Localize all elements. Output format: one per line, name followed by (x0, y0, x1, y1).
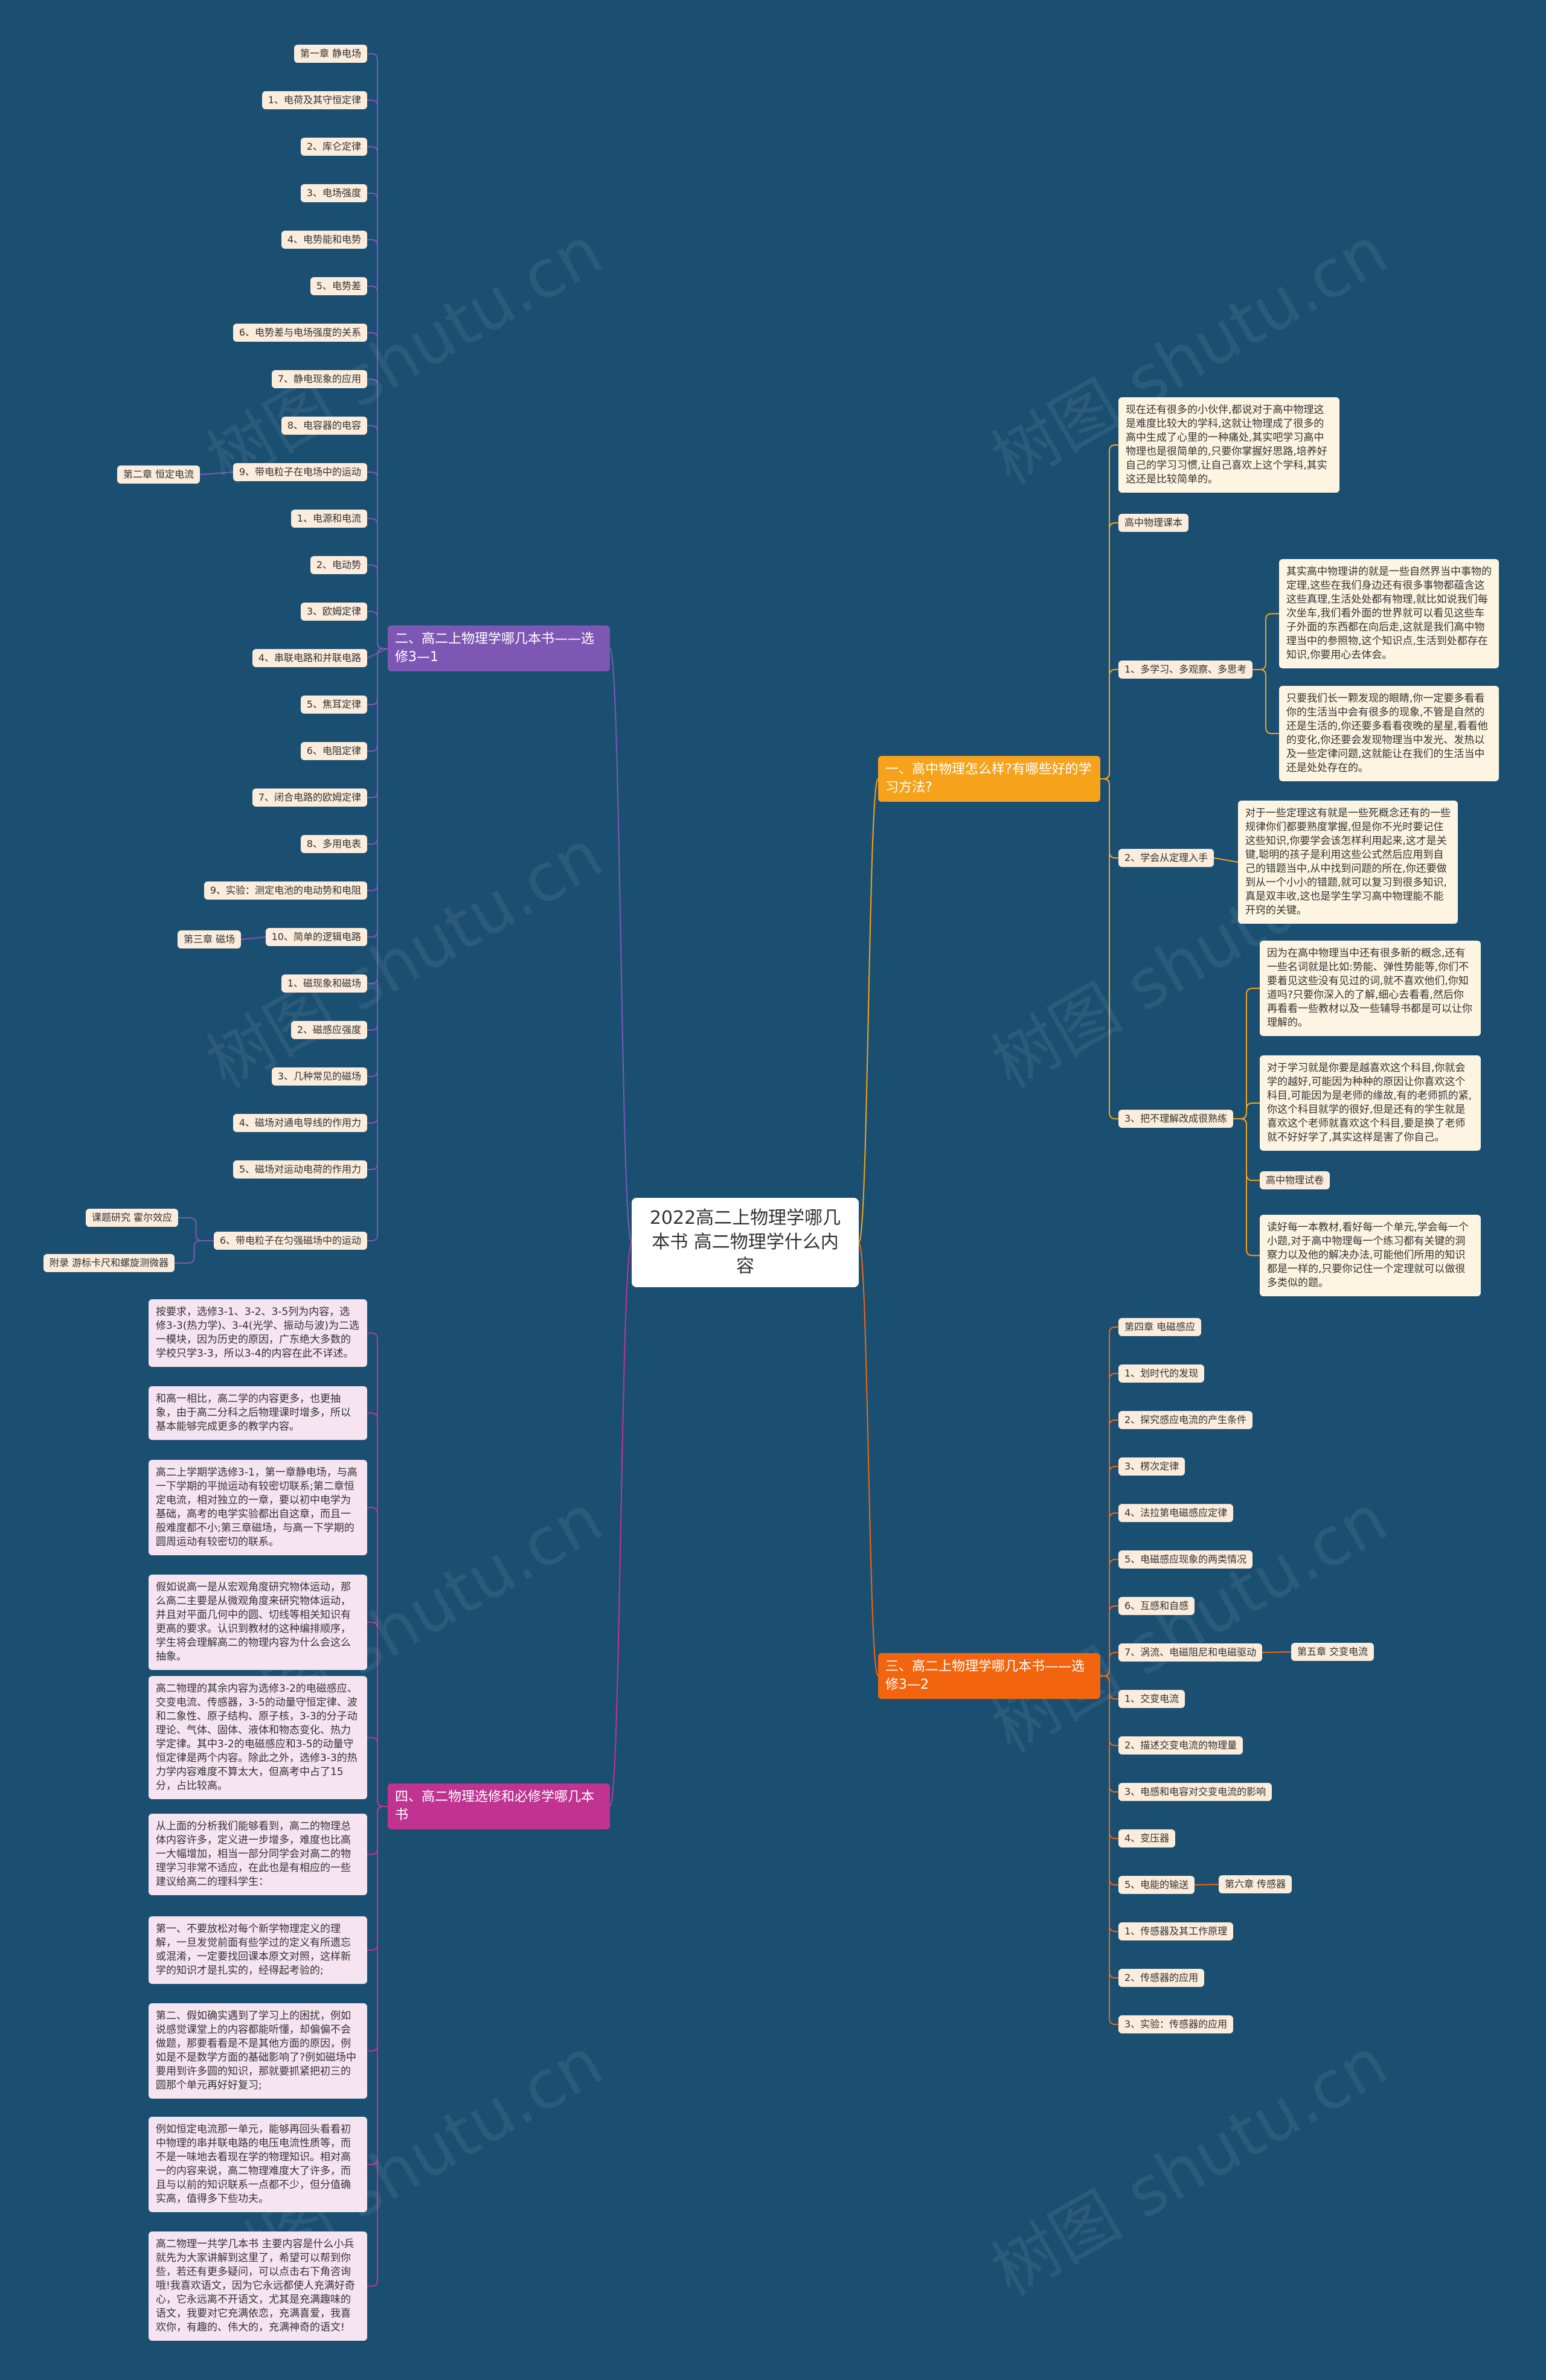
leaf-node[interactable]: 课题研究 霍尔效应 (86, 1209, 179, 1227)
leaf-node[interactable]: 2、描述交变电流的物理量 (1118, 1736, 1243, 1755)
paragraph-node[interactable]: 按要求，选修3-1、3-2、3-5列为内容，选修3-3(热力学)、3-4(光学、… (149, 1299, 367, 1367)
leaf-node[interactable]: 4、电势能和电势 (281, 231, 367, 249)
connector-line (1213, 857, 1239, 863)
paragraph-node[interactable]: 高二物理一共学几本书 主要内容是什么小兵就先为大家讲解到这里了，希望可以帮到你些… (149, 2231, 367, 2341)
connector-line (1100, 1675, 1118, 2025)
leaf-node[interactable]: 第五章 交变电流 (1291, 1643, 1374, 1661)
connector-line (1233, 1102, 1260, 1119)
paragraph-node[interactable]: 高二物理的其余内容为选修3-2的电磁感应、交变电流、传感器，3-5的动量守恒定律… (149, 1676, 367, 1799)
leaf-node[interactable]: 高中物理课本 (1118, 514, 1189, 532)
connector-line (858, 1242, 879, 1677)
paragraph-node[interactable]: 对于学习就是你要是越喜欢这个科目,你就会学的越好,可能因为种种的原因让你喜欢这个… (1260, 1055, 1481, 1151)
leaf-node[interactable]: 2、探究感应电流的产生条件 (1118, 1411, 1253, 1429)
leaf-node[interactable]: 5、电磁感应现象的两类情况 (1118, 1550, 1253, 1569)
leaf-node[interactable]: 1、传感器及其工作原理 (1118, 1922, 1234, 1940)
leaf-node[interactable]: 3、把不理解改成很熟练 (1118, 1110, 1234, 1128)
paragraph-node[interactable]: 第二、假如确实遇到了学习上的困扰，例如说感觉课堂上的内容都能听懂，却偏偏不会做题… (149, 2003, 367, 2099)
connector-line (1233, 988, 1260, 1119)
leaf-node[interactable]: 2、电动势 (310, 556, 367, 574)
leaf-node[interactable]: 5、电能的输送 (1118, 1876, 1195, 1894)
leaf-node[interactable]: 2、学会从定理入手 (1118, 849, 1214, 867)
leaf-node[interactable]: 4、磁场对通电导线的作用力 (233, 1114, 367, 1132)
connector-line (175, 1240, 214, 1264)
leaf-node[interactable]: 7、闭合电路的欧姆定律 (252, 789, 367, 807)
leaf-node[interactable]: 高中物理试卷 (1260, 1171, 1330, 1189)
connector-line (1100, 1652, 1118, 1677)
leaf-node[interactable]: 8、电容器的电容 (281, 417, 367, 435)
leaf-node[interactable]: 1、磁现象和磁场 (281, 974, 367, 993)
paragraph-node[interactable]: 和高一相比，高二学的内容更多，也更抽象，由于高二分科之后物理课时增多，所以基本能… (149, 1386, 367, 1440)
leaf-node[interactable]: 第一章 静电场 (293, 45, 367, 63)
connector-line (609, 1242, 632, 1807)
paragraph-node[interactable]: 读好每一本教材,看好每一个单元,学会每一个小题,对于高中物理每一个练习都有关键的… (1260, 1215, 1481, 1296)
leaf-node[interactable]: 第三章 磁场 (178, 930, 242, 948)
leaf-node[interactable]: 1、交变电流 (1118, 1690, 1185, 1708)
paragraph-node[interactable]: 对于一些定理这有就是一些死概念还有的一些规律你们都要熟度掌握,但是你不光时要记住… (1238, 801, 1458, 924)
leaf-node[interactable]: 2、库仑定律 (300, 138, 367, 156)
connector-line (367, 1737, 388, 1807)
leaf-node[interactable]: 6、电阻定律 (300, 742, 367, 760)
connector-line (1100, 669, 1118, 779)
leaf-node[interactable]: 第二章 恒定电流 (117, 465, 200, 484)
paragraph-node[interactable]: 从上面的分析我们能够看到，高二的物理总体内容许多，定义进一步增多，难度也比高一大… (149, 1814, 367, 1895)
branch-elective-and-required[interactable]: 四、高二物理选修和必修学哪几本书 (388, 1783, 610, 1829)
connector-line (609, 648, 632, 1243)
connector-line (367, 648, 388, 1241)
connector-line (1233, 1118, 1260, 1256)
connector-line (199, 472, 234, 475)
leaf-node[interactable]: 3、电感和电容对交变电流的影响 (1118, 1783, 1272, 1801)
connector-line (1100, 778, 1118, 1119)
paragraph-node[interactable]: 只要我们长一颗发现的眼睛,你一定要多看看你的生活当中会有很多的现象,不管是自然的… (1279, 686, 1499, 781)
paragraph-node[interactable]: 假如说高一是从宏观角度研究物体运动，那么高二主要是从微观角度来研究物体运动，并且… (149, 1575, 367, 1670)
leaf-node[interactable]: 4、法拉第电磁感应定律 (1118, 1504, 1234, 1522)
leaf-node[interactable]: 附录 游标卡尺和螺旋测微器 (43, 1254, 175, 1272)
leaf-node[interactable]: 4、串联电路和并联电路 (252, 649, 367, 667)
leaf-node[interactable]: 6、电势差与电场强度的关系 (233, 324, 367, 342)
leaf-node[interactable]: 第六章 传感器 (1219, 1875, 1292, 1893)
leaf-node[interactable]: 1、划时代的发现 (1118, 1364, 1205, 1383)
leaf-node[interactable]: 6、互感和自感 (1118, 1597, 1195, 1615)
leaf-node[interactable]: 7、静电现象的应用 (271, 370, 367, 388)
branch-study-methods[interactable]: 一、高中物理怎么样?有哪些好的学习方法? (878, 756, 1100, 802)
connector-line (858, 778, 879, 1243)
paragraph-node[interactable]: 其实高中物理讲的就是一些自然界当中事物的定理,这些在我们身边还有很多事物都蕴含这… (1279, 559, 1499, 668)
connector-line (1253, 669, 1279, 734)
leaf-node[interactable]: 6、带电粒子在匀强磁场中的运动 (213, 1232, 367, 1250)
connector-line (1194, 1884, 1219, 1886)
leaf-node[interactable]: 4、变压器 (1118, 1829, 1176, 1847)
connector-line (240, 936, 266, 940)
paragraph-node[interactable]: 第一、不要放松对每个新学物理定义的理解，一旦发觉前面有些学过的定义有所遗忘或混淆… (149, 1916, 367, 1984)
leaf-node[interactable]: 1、电源和电流 (290, 510, 367, 528)
leaf-node[interactable]: 1、电荷及其守恒定律 (261, 91, 367, 109)
connector-line (367, 611, 388, 649)
leaf-node[interactable]: 第四章 电磁感应 (1118, 1318, 1202, 1336)
leaf-node[interactable]: 7、涡流、电磁阻尼和电磁驱动 (1118, 1643, 1263, 1662)
paragraph-node[interactable]: 因为在高中物理当中还有很多新的概念,还有一些名词就是比如:势能、弹性势能等,你们… (1260, 941, 1481, 1036)
paragraph-node[interactable]: 例如恒定电流那一单元，能够再回头看看初中物理的串并联电路的电压电流性质等，而不是… (149, 2117, 367, 2212)
connector-line (367, 1806, 388, 2287)
leaf-node[interactable]: 9、带电粒子在电场中的运动 (233, 463, 367, 481)
branch-elective-3-2[interactable]: 三、高二上物理学哪几本书——选修3—2 (878, 1653, 1100, 1699)
leaf-node[interactable]: 2、传感器的应用 (1118, 1969, 1205, 1987)
leaf-node[interactable]: 2、磁感应强度 (290, 1021, 367, 1039)
paragraph-node[interactable]: 高二上学期学选修3-1，第一章静电场，与高一下学期的平抛运动有较密切联系;第二章… (149, 1460, 367, 1555)
leaf-node[interactable]: 5、磁场对运动电荷的作用力 (233, 1160, 367, 1179)
leaf-node[interactable]: 9、实验：测定电池的电动势和电阻 (204, 881, 367, 900)
connector-line (1253, 613, 1279, 670)
leaf-node[interactable]: 5、焦耳定律 (300, 696, 367, 714)
branch-elective-3-1[interactable]: 二、高二上物理学哪几本书——选修3—1 (388, 625, 610, 671)
leaf-node[interactable]: 8、多用电表 (300, 835, 367, 853)
root-node[interactable]: 2022高二上物理学哪几本书 高二物理学什么内容 (632, 1198, 859, 1287)
leaf-node[interactable]: 1、多学习、多观察、多思考 (1118, 661, 1253, 679)
connector-line (178, 1217, 214, 1241)
leaf-node[interactable]: 3、电场强度 (300, 184, 367, 202)
leaf-node[interactable]: 3、楞次定律 (1118, 1457, 1185, 1476)
leaf-node[interactable]: 10、简单的逻辑电路 (265, 928, 367, 946)
leaf-node[interactable]: 3、几种常见的磁场 (271, 1067, 367, 1086)
leaf-node[interactable]: 3、实验：传感器的应用 (1118, 2015, 1234, 2033)
leaf-node[interactable]: 5、电势差 (310, 277, 367, 295)
paragraph-node[interactable]: 现在还有很多的小伙伴,都说对于高中物理这是难度比较大的学科,这就让物理成了很多的… (1118, 397, 1339, 493)
leaf-node[interactable]: 3、欧姆定律 (300, 603, 367, 621)
